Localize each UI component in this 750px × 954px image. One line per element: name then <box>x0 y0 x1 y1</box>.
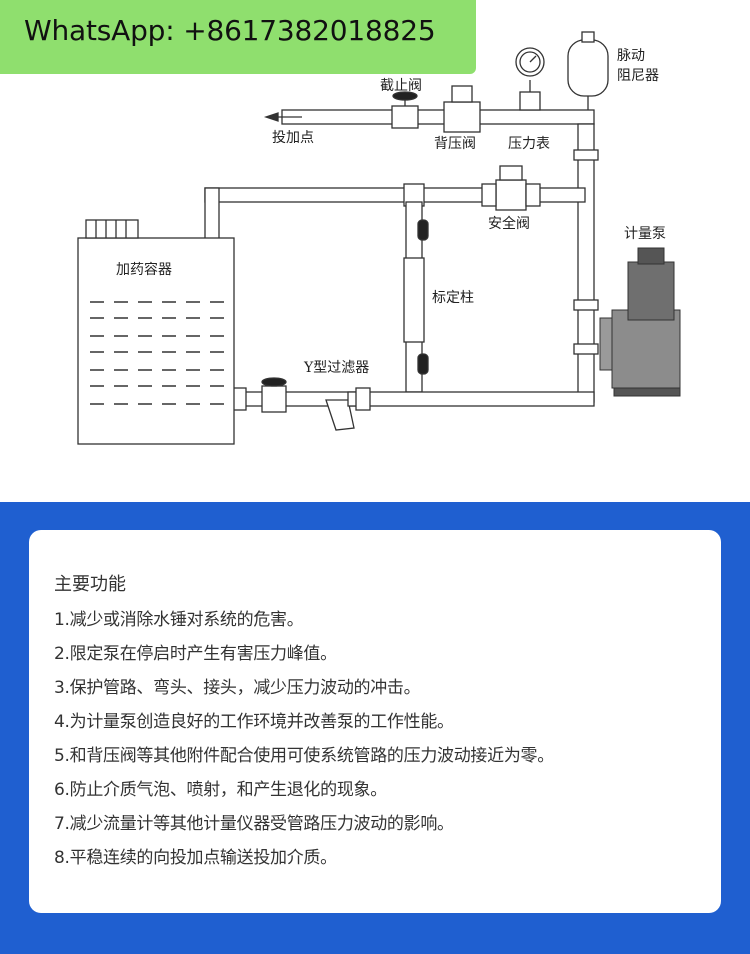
flow-arrow-head <box>263 112 279 122</box>
feature-item: 8.平稳连续的向投加点输送投加介质。 <box>54 848 337 868</box>
shutoff-valve-handle <box>392 91 418 101</box>
back-pressure-valve-body <box>443 101 481 133</box>
pulsation-damper-body <box>567 39 609 97</box>
feature-item: 3.保护管路、弯头、接头，减少压力波动的冲击。 <box>54 678 421 698</box>
label-safety-valve: 安全阀 <box>488 216 530 232</box>
pump-discharge-pipe <box>577 123 595 403</box>
suction-valve-body <box>261 385 287 413</box>
label-dosing-tank: 加药容器 <box>116 262 172 278</box>
label-pulsation-damper-line2: 阻尼器 <box>617 68 659 84</box>
features-card: 主要功能 1.减少或消除水锤对系统的危害。 2.限定泵在停启时产生有害压力峰值。… <box>29 530 721 913</box>
discharge-pipe <box>281 109 595 125</box>
shutoff-valve-body <box>391 105 419 129</box>
feature-item: 2.限定泵在停启时产生有害压力峰值。 <box>54 644 337 664</box>
features-section: 主要功能 1.减少或消除水锤对系统的危害。 2.限定泵在停启时产生有害压力峰值。… <box>0 502 750 954</box>
calibration-column-tube <box>403 257 425 343</box>
piping-diagram: 截止阀 脉动 阻尼器 投加点 背压阀 压力表 安全阀 计量泵 加药容器 标定柱 … <box>0 0 681 445</box>
piping-diagram-drawing <box>77 31 681 445</box>
metering-pump <box>599 247 681 397</box>
label-back-pressure-valve: 背压阀 <box>434 136 476 152</box>
feature-item: 5.和背压阀等其他附件配合使用可使系统管路的压力波动接近为零。 <box>54 746 554 766</box>
label-y-filter: Y型过滤器 <box>304 360 370 376</box>
y-filter-body <box>325 399 355 431</box>
label-pulsation-damper-line1: 脉动 <box>617 48 645 64</box>
label-pressure-gauge: 压力表 <box>508 136 550 152</box>
features-title: 主要功能 <box>54 574 126 595</box>
features-list: 1.减少或消除水锤对系统的危害。 2.限定泵在停启时产生有害压力峰值。 3.保护… <box>54 603 554 875</box>
feature-item: 6.防止介质气泡、喷射，和产生退化的现象。 <box>54 780 387 800</box>
dosing-tank-cap <box>85 219 139 239</box>
whatsapp-contact-text: WhatsApp: +8617382018825 <box>24 14 436 47</box>
whatsapp-contact-badge: WhatsApp: +8617382018825 <box>0 0 476 74</box>
label-dosing-point: 投加点 <box>272 130 314 146</box>
safety-valve-body <box>495 179 527 211</box>
label-shutoff-valve: 截止阀 <box>380 78 422 94</box>
feature-item: 7.减少流量计等其他计量仪器受管路压力波动的影响。 <box>54 814 454 834</box>
label-calibration-column: 标定柱 <box>432 290 474 306</box>
label-metering-pump: 计量泵 <box>624 226 666 242</box>
feature-item: 1.减少或消除水锤对系统的危害。 <box>54 610 304 630</box>
dosing-tank-body <box>77 237 235 445</box>
feature-item: 4.为计量泵创造良好的工作环境并改善泵的工作性能。 <box>54 712 454 732</box>
